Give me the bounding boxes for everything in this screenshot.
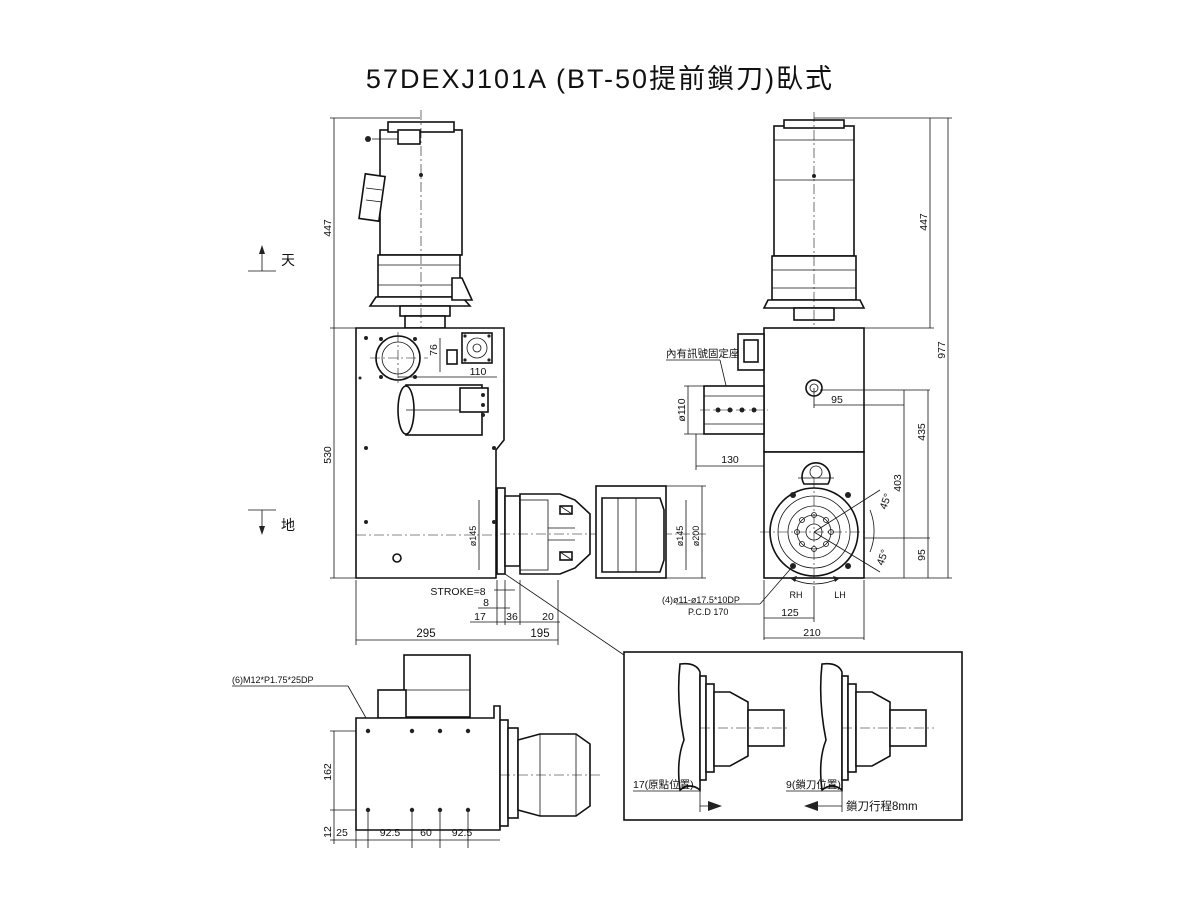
side-dim-connector-dia: ø110 xyxy=(676,398,688,421)
cable-gland xyxy=(358,172,387,223)
stroke-label: 鎖刀行程8mm xyxy=(846,799,918,813)
dim-stroke: STROKE=8 xyxy=(430,586,485,598)
angle-upper: 45° xyxy=(878,492,895,511)
dim-port-offset: 76 xyxy=(428,344,440,356)
dim-92-5-a: 92.5 xyxy=(380,827,401,839)
dim-12: 12 xyxy=(322,826,334,838)
dim-total-left: 295 xyxy=(416,628,435,640)
down-label: 地 xyxy=(281,517,295,533)
up-label: 天 xyxy=(281,252,295,268)
pcd-label: P.C.D 170 xyxy=(688,607,728,617)
up-marker: 天 xyxy=(248,245,295,272)
side-dim-hole-offset: 95 xyxy=(831,394,843,406)
bolt-spec: (4)ø11-ø17.5*10DP xyxy=(662,595,740,605)
dim-20: 20 xyxy=(542,611,554,623)
motor-cap-outer: ø200 xyxy=(691,526,701,547)
dim-total-right: 195 xyxy=(530,628,549,640)
bottom-view: (6)M12*P1.75*25DP 162 12 25 92.5 xyxy=(232,654,600,848)
dim-motor-height: 447 xyxy=(322,219,334,237)
detail-box: 17(原點位置) 9(鎖刀位置) 鎖刀行程8mm xyxy=(623,651,963,821)
side-view: 447 977 95 435 403 95 內有訊號固定座 ø110 xyxy=(662,112,952,640)
dim-25: 25 xyxy=(336,827,348,839)
dim-36: 36 xyxy=(506,611,518,623)
dim-port-width: 110 xyxy=(470,366,487,378)
dim-60: 60 xyxy=(420,827,432,839)
dim-92-5-b: 92.5 xyxy=(452,827,473,839)
side-dim-total-height: 977 xyxy=(936,341,948,359)
down-marker: 地 xyxy=(248,509,295,535)
angle-lower: 45° xyxy=(875,548,892,567)
dim-8: 8 xyxy=(483,597,489,609)
side-dim-upper-height: 435 xyxy=(916,423,928,441)
front-view: 447 530 76 xyxy=(322,110,706,656)
dim-17: 17 xyxy=(474,611,486,623)
dim-162: 162 xyxy=(322,763,334,781)
bottom-housing xyxy=(355,705,501,831)
clamp-label: 9(鎖刀位置) xyxy=(786,778,841,791)
dim-flange-dia: ø145 xyxy=(468,526,478,547)
dim-body-height: 530 xyxy=(322,446,334,464)
origin-label: 17(原點位置) xyxy=(633,778,694,791)
side-dim-bottom-height: 95 xyxy=(916,549,928,561)
drawing-title: 57DEXJ101A (BT-50提前鎖刀)臥式 xyxy=(366,64,834,94)
lh-label: LH xyxy=(834,590,846,600)
side-dim-motor-height: 447 xyxy=(918,213,930,231)
rh-label: RH xyxy=(790,590,803,600)
motor-cap-dia: ø145 xyxy=(675,526,685,547)
thread-spec: (6)M12*P1.75*25DP xyxy=(232,675,314,685)
side-dim-connector-width: 130 xyxy=(721,454,739,466)
side-dim-mid-height: 403 xyxy=(892,474,904,492)
side-dim-210: 210 xyxy=(803,627,821,639)
side-dim-125: 125 xyxy=(781,607,799,619)
connector-label: 內有訊號固定座 xyxy=(666,347,740,360)
